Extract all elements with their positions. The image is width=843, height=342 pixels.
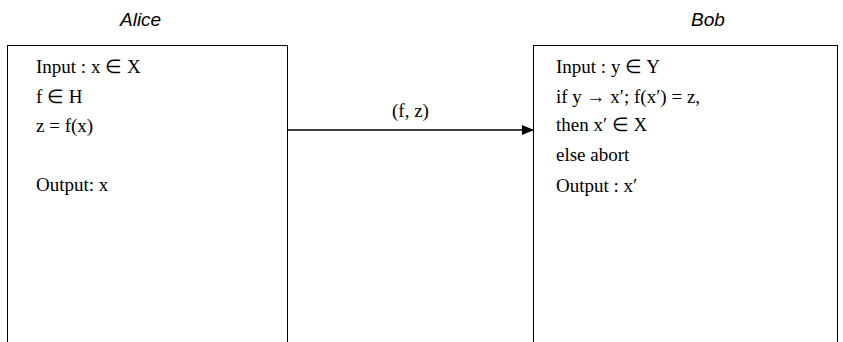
party-box: BobInput : y ∈ Yif y → x′; f(x′) = z,the…	[533, 45, 838, 342]
protocol-step: then x′ ∈ X	[556, 114, 647, 136]
protocol-step: z = f(x)	[36, 115, 93, 137]
protocol-step: if y → x′; f(x′) = z,	[556, 86, 700, 108]
protocol-step: Input : y ∈ Y	[556, 56, 660, 78]
message-arrow	[288, 129, 533, 130]
protocol-step: else abort	[556, 144, 629, 166]
party-name: Bob	[691, 9, 725, 31]
party-name: Alice	[120, 9, 161, 31]
protocol-step: Output : x′	[556, 175, 637, 197]
protocol-step: Output: x	[36, 174, 108, 196]
message-label: (f, z)	[390, 100, 431, 122]
protocol-step: f ∈ H	[36, 86, 83, 108]
party-box: AliceInput : x ∈ Xf ∈ Hz = f(x)Output: x	[7, 45, 288, 342]
protocol-step: Input : x ∈ X	[36, 56, 141, 78]
